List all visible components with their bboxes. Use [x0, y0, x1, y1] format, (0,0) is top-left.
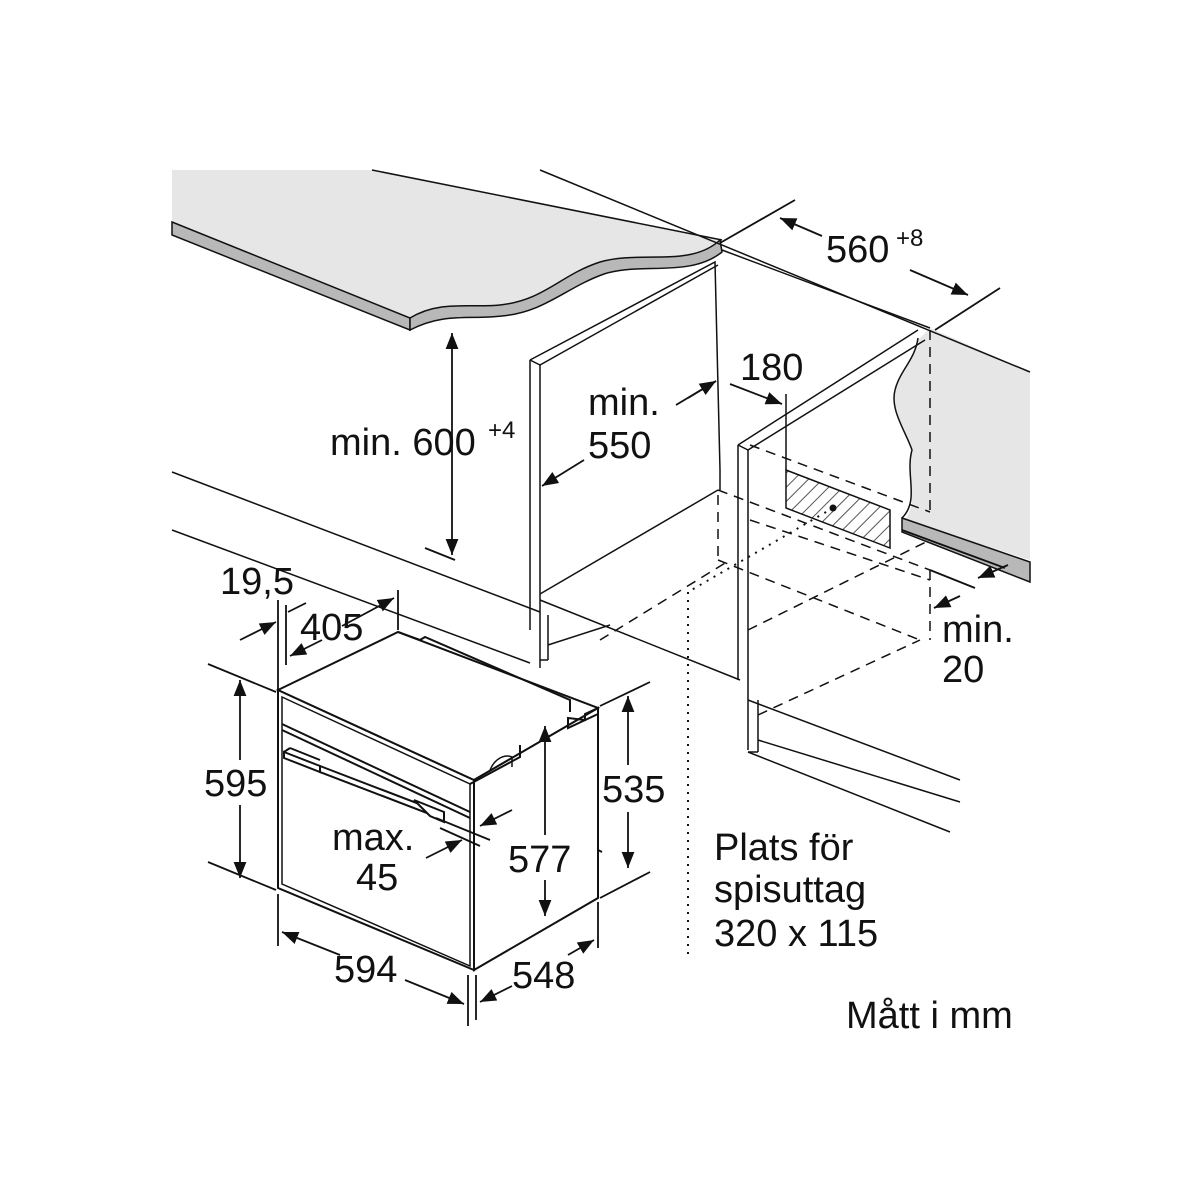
label-min-20-b: 20 [942, 649, 984, 691]
outlet-label-line-2: spisuttag [714, 869, 866, 911]
label-19-5: 19,5 [220, 561, 294, 603]
dimension-lines [207, 199, 1009, 1026]
dimension-labels: 560 +8 180 min. 550 min. 600 +4 19,5 405… [204, 225, 1014, 1037]
label-min-600-tolerance: +4 [488, 417, 515, 444]
label-min-550-a: min. [588, 382, 660, 424]
label-max-45-b: 45 [356, 857, 398, 899]
label-min-600: min. 600 [330, 422, 476, 464]
outlet-label-line-3: 320 x 115 [714, 913, 878, 955]
label-min-550-b: 550 [588, 425, 651, 467]
label-594: 594 [334, 949, 397, 991]
label-min-20-a: min. [942, 609, 1014, 651]
label-548: 548 [512, 955, 575, 997]
units-note: Mått i mm [846, 995, 1013, 1037]
cabinet-lines [171, 169, 1031, 833]
countertop-left [171, 169, 723, 332]
label-595: 595 [204, 763, 267, 805]
label-max-45-a: max. [332, 817, 414, 859]
label-560-tolerance: +8 [896, 225, 923, 252]
label-577: 577 [508, 839, 571, 881]
label-535: 535 [602, 769, 665, 811]
outlet-label-line-1: Plats för [714, 827, 854, 869]
outlet-area [687, 394, 891, 960]
label-180: 180 [740, 347, 803, 389]
label-405: 405 [300, 607, 363, 649]
oven [275, 630, 603, 972]
countertop-right [893, 328, 1031, 584]
label-560: 560 [826, 229, 889, 271]
hidden-lines [599, 330, 931, 716]
